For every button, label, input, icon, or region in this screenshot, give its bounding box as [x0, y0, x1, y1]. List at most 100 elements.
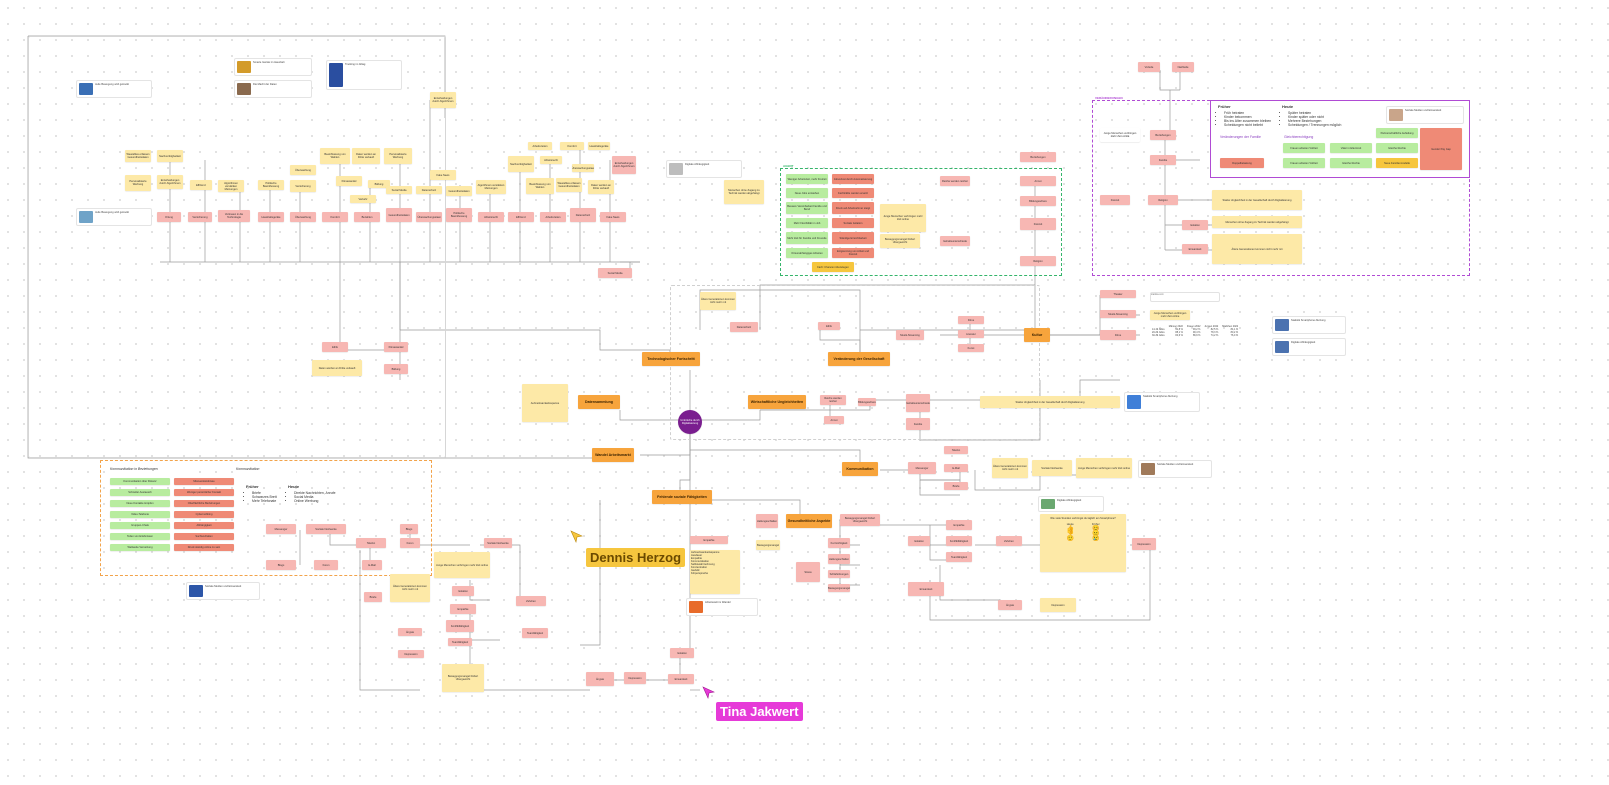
- topic-node[interactable]: Social Media: [598, 268, 632, 278]
- purple-green-note[interactable]: Gleiche Rechte: [1376, 143, 1418, 153]
- note-sticky[interactable]: Politische Beeinflussung: [258, 180, 284, 190]
- note-sticky[interactable]: Bewegungsmangel: [756, 540, 780, 550]
- comm-con-note[interactable]: Cybermobbing: [174, 511, 234, 518]
- comm-pro-note[interactable]: Gruppen-Chats: [110, 522, 170, 529]
- topic-node[interactable]: Foren: [400, 538, 420, 548]
- topic-node[interactable]: Versicherung: [188, 212, 212, 222]
- topic-node[interactable]: Messenger: [908, 462, 936, 474]
- poll-emoji[interactable]: 😢: [1092, 536, 1100, 542]
- note-sticky[interactable]: Entscheidungen durch Algorithmen: [157, 175, 183, 189]
- note-sticky[interactable]: Ältere Generationen kommen nicht mehr mi…: [1212, 234, 1302, 264]
- note-sticky[interactable]: Fake News: [430, 170, 456, 180]
- topic-node[interactable]: Filme: [958, 316, 984, 324]
- topic-node[interactable]: Schlafstörungen: [828, 570, 850, 578]
- hub-skills[interactable]: Fehlende soziale Fähigkeiten: [652, 490, 712, 504]
- topic-node[interactable]: Depression: [398, 650, 424, 658]
- topic-node[interactable]: Datenschutz: [730, 322, 758, 332]
- topic-node[interactable]: Depression: [624, 672, 646, 684]
- topic-node[interactable]: Soziale Netzwerke: [484, 538, 512, 548]
- note-sticky[interactable]: Haushaltsgeräte: [588, 142, 610, 150]
- link-card[interactable]: Digitale Abhängigkeit: [1272, 338, 1346, 356]
- topic-node[interactable]: Isolation: [670, 648, 694, 658]
- comm-con-note[interactable]: Abhängigkeit: [174, 522, 234, 529]
- topic-node[interactable]: Teamfähigkeit: [946, 552, 972, 562]
- topic-node[interactable]: Empathie: [690, 536, 728, 544]
- note-sticky[interactable]: Ältere Generationen kommen nicht mehr mi…: [992, 458, 1028, 478]
- hub-labor[interactable]: Wandel Arbeitsmarkt: [592, 448, 634, 462]
- purple-red-note[interactable]: Doppelbelastung: [1220, 158, 1264, 168]
- topic-node[interactable]: Empathie: [946, 520, 972, 530]
- topic-node[interactable]: Reiche werden reicher: [940, 176, 970, 186]
- topic-node[interactable]: Musik-Streaming: [1100, 310, 1136, 318]
- topic-node[interactable]: Nachteile: [1172, 62, 1194, 72]
- note-sticky[interactable]: Nachverfolgbarkeit: [508, 156, 534, 172]
- comm-con-note[interactable]: Druck ständig online zu sein: [174, 544, 234, 551]
- topic-node[interactable]: Familie: [906, 418, 930, 430]
- link-preview[interactable]: statista.com: [1150, 292, 1220, 302]
- topic-node[interactable]: Teamfähigkeit: [448, 638, 472, 646]
- link-card[interactable]: Soziale Medien und Einsamkeit: [1386, 106, 1464, 124]
- topic-node[interactable]: Kunst: [958, 344, 984, 352]
- note-sticky[interactable]: Bildung: [368, 180, 390, 188]
- topic-node[interactable]: Gehaltsunterschiede: [906, 394, 930, 412]
- note-sticky[interactable]: Ältere Generationen kommen nicht mehr mi…: [390, 574, 430, 602]
- note-sticky[interactable]: Ältere Generationen kommen nicht mehr mi…: [700, 292, 736, 310]
- hub-health[interactable]: Gesundheitliche Aspekte: [786, 514, 832, 528]
- topic-node[interactable]: Religion: [1020, 256, 1056, 266]
- hub-tech[interactable]: Technologischer Fortschritt: [642, 352, 700, 366]
- topic-node[interactable]: Überwachung: [290, 212, 316, 222]
- topic-node[interactable]: Armut: [824, 416, 844, 424]
- topic-node[interactable]: Vertrauen in die Technologie: [218, 210, 250, 222]
- poll-emoji[interactable]: 👎: [1066, 531, 1074, 537]
- note-sticky[interactable]: Daten werden an Dritte verkauft: [312, 360, 362, 376]
- topic-node[interactable]: Foren: [314, 560, 338, 570]
- agent-pro-note[interactable]: Mehr Zeit für Familie und Freunde: [786, 232, 828, 244]
- topic-node[interactable]: Isolation: [1182, 220, 1208, 230]
- note-sticky[interactable]: Beeinflussung von Wahlen: [320, 148, 350, 164]
- topic-node[interactable]: Teamfähigkeit: [522, 628, 548, 638]
- topic-node[interactable]: Ethik: [322, 342, 348, 352]
- topic-node[interactable]: Haltungsschäden: [828, 554, 850, 564]
- topic-node[interactable]: Ängste: [586, 672, 614, 686]
- note-sticky[interactable]: Soziale Netzwerke: [1032, 460, 1072, 476]
- agent-con-note[interactable]: Soziale Isolation: [832, 218, 874, 228]
- topic-node[interactable]: Isolation: [452, 586, 474, 596]
- topic-node[interactable]: Messenger: [266, 524, 296, 534]
- topic-node[interactable]: Arbeitsrecht: [478, 212, 504, 222]
- comm-con-note[interactable]: Suchtverhalten: [174, 533, 234, 540]
- topic-node[interactable]: Beziehungen: [1150, 130, 1176, 140]
- link-card[interactable]: Jede Bewegung wird getrackt: [76, 80, 152, 98]
- link-card[interactable]: Jede Bewegung wird getrackt: [76, 208, 152, 226]
- link-card[interactable]: Arbeitswelt im Wandel: [686, 598, 758, 616]
- link-card[interactable]: Die Macht der Daten: [234, 80, 312, 98]
- link-card[interactable]: Statistik Smartphone-Nutzung: [1124, 392, 1200, 412]
- note-sticky[interactable]: Algorithmen verstärken Meinungen: [218, 180, 244, 192]
- agent-con-note[interactable]: Entgrenzung von Arbeit und Freizeit: [832, 248, 874, 258]
- note-sticky[interactable]: Depression: [1040, 598, 1076, 612]
- comm-pro-note[interactable]: Neue Kontakte knüpfen: [110, 500, 170, 507]
- topic-node[interactable]: Isolation: [908, 536, 930, 546]
- topic-node[interactable]: Datenschutz: [570, 208, 596, 222]
- comm-pro-note[interactable]: Weltweite Vernetzung: [110, 544, 170, 551]
- topic-node[interactable]: Briefe: [944, 482, 968, 490]
- poll-emoji[interactable]: 🙂: [1066, 536, 1074, 542]
- note-sticky[interactable]: Starke Ungleichheit in der Gesellschaft …: [980, 396, 1120, 408]
- purple-green-note[interactable]: Gleiche Rechte: [1330, 158, 1372, 168]
- purple-green-note[interactable]: Frauen arbeiten Vollzeit: [1283, 158, 1325, 168]
- poll-emoji[interactable]: 😐: [1092, 531, 1100, 537]
- note-sticky[interactable]: Komfort: [560, 142, 584, 150]
- note-sticky[interactable]: Aufmerksamkeitsspanne: [522, 384, 568, 422]
- poll-emoji[interactable]: 👍: [1066, 526, 1074, 532]
- note-sticky[interactable]: Versicherung: [290, 180, 316, 192]
- note-sticky[interactable]: Beeinflussung von Wahlen: [526, 178, 554, 194]
- hub-econ[interactable]: Wirtschaftliche Ungleichheiten: [748, 395, 806, 409]
- note-sticky[interactable]: Junge Menschen verbringen mehr Zeit onli…: [434, 552, 490, 578]
- note-sticky[interactable]: Überwachung: [290, 165, 316, 175]
- note-sticky[interactable]: Starke Ungleichheit in der Gesellschaft …: [1212, 190, 1302, 210]
- purple-green-note[interactable]: Frauen arbeiten Vollzeit: [1283, 143, 1325, 153]
- comm-con-note[interactable]: Missverständnisse: [174, 478, 234, 485]
- comm-pro-note[interactable]: Teilen von Erlebnissen: [110, 533, 170, 540]
- note-sticky[interactable]: Menschen ohne Zugang zu Technik werden a…: [1212, 216, 1302, 228]
- topic-node[interactable]: Arbeitszeiten: [540, 212, 566, 222]
- link-card[interactable]: Statistik Smartphone-Nutzung: [1272, 316, 1346, 334]
